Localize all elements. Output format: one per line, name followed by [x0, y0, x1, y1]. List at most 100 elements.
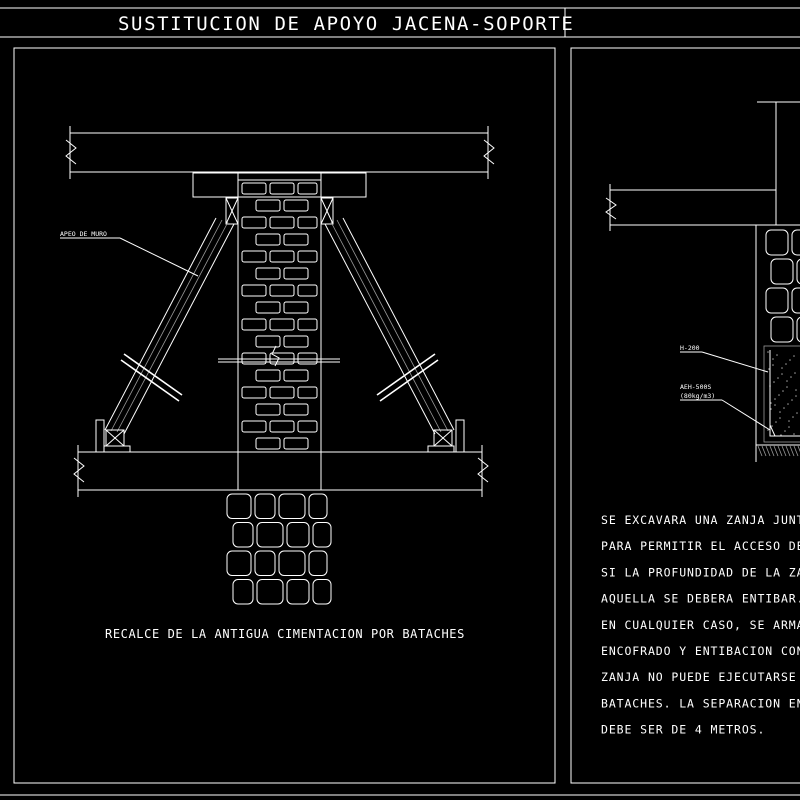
brick: [297, 250, 318, 263]
brick: [297, 284, 318, 297]
note-line: ENCOFRADO Y ENTIBACION CONT: [601, 644, 800, 658]
brick: [269, 386, 295, 399]
left-caption: RECALCE DE LA ANTIGUA CIMENTACION POR BA…: [105, 627, 465, 641]
note-line: SE EXCAVARA UNA ZANJA JUNTO: [601, 513, 800, 527]
brick: [241, 420, 267, 433]
cap-plate: [192, 172, 367, 198]
brick: [269, 216, 295, 229]
stone: [278, 493, 306, 519]
concrete-label: H-200: [680, 344, 700, 352]
stone: [254, 493, 276, 519]
note-line: BATACHES. LA SEPARACION ENT: [601, 696, 800, 710]
brick: [255, 437, 281, 450]
strut-right: [324, 217, 455, 435]
base-post-right: [455, 419, 465, 453]
stone: [226, 550, 252, 576]
right-frame: [570, 47, 800, 784]
stone: [278, 550, 306, 576]
brick: [297, 182, 318, 195]
stone: [770, 316, 794, 343]
notes-block: SE EXCAVARA UNA ZANJA JUNTO PARA PERMITIR…: [601, 513, 800, 737]
stone: [770, 258, 794, 285]
brick: [269, 284, 295, 297]
stone: [791, 287, 800, 314]
note-line: EN CUALQUIER CASO, SE ARMAR: [601, 618, 800, 632]
concrete-pad: [763, 345, 800, 443]
steel-label-2: (80kg/m3): [680, 392, 715, 400]
strut-label: APEO DE MURO: [60, 230, 107, 238]
stone: [796, 258, 800, 285]
rebar: [769, 350, 800, 437]
brick: [283, 403, 309, 416]
stone: [312, 579, 332, 605]
bottom-bearer: [73, 445, 489, 497]
note-line: DEBE SER DE 4 METROS.: [601, 723, 765, 737]
note-line: ZANJA NO PUEDE EJECUTARSE: [601, 670, 797, 684]
strut-leader: [119, 237, 199, 277]
title-block: SUSTITUCION DE APOYO JACENA-SOPORTE: [0, 7, 800, 38]
stone: [232, 522, 254, 548]
rubble-foundation: [226, 493, 332, 605]
top-beam: [65, 126, 495, 179]
stone: [796, 316, 800, 343]
note-line: SI LA PROFUNDIDAD DE LA ZAN: [601, 565, 800, 579]
brick: [297, 216, 318, 229]
brick: [255, 301, 281, 314]
brick: [283, 437, 309, 450]
top-wedge-right: [320, 197, 334, 225]
stone: [232, 579, 254, 605]
brick: [269, 250, 295, 263]
left-detail: APEO DE MURO RECALCE DE LA ANT: [60, 126, 495, 641]
brick: [241, 250, 267, 263]
stone: [765, 287, 789, 314]
brick: [241, 284, 267, 297]
stone: [765, 229, 789, 256]
brick: [283, 369, 309, 382]
stone: [286, 522, 310, 548]
brick: [255, 199, 281, 212]
stone: [791, 229, 800, 256]
brick: [283, 301, 309, 314]
sheet-title: SUSTITUCION DE APOYO JACENA-SOPORTE: [118, 13, 574, 35]
brick: [283, 199, 309, 212]
concrete-hatch: [767, 351, 798, 436]
brick: [283, 335, 309, 348]
brick: [269, 182, 295, 195]
stone: [312, 522, 332, 548]
stone: [308, 550, 328, 576]
brick: [297, 386, 318, 399]
ground-hatch: [757, 445, 800, 457]
brick: [241, 182, 267, 195]
brick: [269, 318, 295, 331]
stone: [226, 493, 252, 519]
brick: [283, 267, 309, 280]
top-wedge-left: [225, 197, 239, 225]
brick: [255, 335, 281, 348]
brick: [283, 233, 309, 246]
brick: [255, 267, 281, 280]
brick: [297, 420, 318, 433]
stone: [256, 522, 284, 548]
steel-label: AEH-500S: [680, 383, 711, 391]
stone: [254, 550, 276, 576]
left-frame: [13, 47, 556, 784]
brick: [241, 318, 267, 331]
strut-left: [104, 217, 235, 435]
brick: [255, 233, 281, 246]
stone: [256, 579, 284, 605]
brick: [255, 403, 281, 416]
stone: [286, 579, 310, 605]
stone: [308, 493, 328, 519]
note-line: AQUELLA SE DEBERA ENTIBAR.: [601, 592, 800, 606]
base-post-left: [95, 419, 105, 453]
brick-pier: [237, 179, 322, 453]
brick: [255, 369, 281, 382]
brick: [297, 318, 318, 331]
right-rubble-wall: [765, 229, 800, 343]
brick: [241, 216, 267, 229]
brick: [241, 386, 267, 399]
note-line: PARA PERMITIR EL ACCESO DE: [601, 539, 800, 553]
right-detail: H-200 AEH-500S (80kg/m3) SE EXCAVARA UNA…: [601, 101, 800, 737]
brick: [269, 420, 295, 433]
